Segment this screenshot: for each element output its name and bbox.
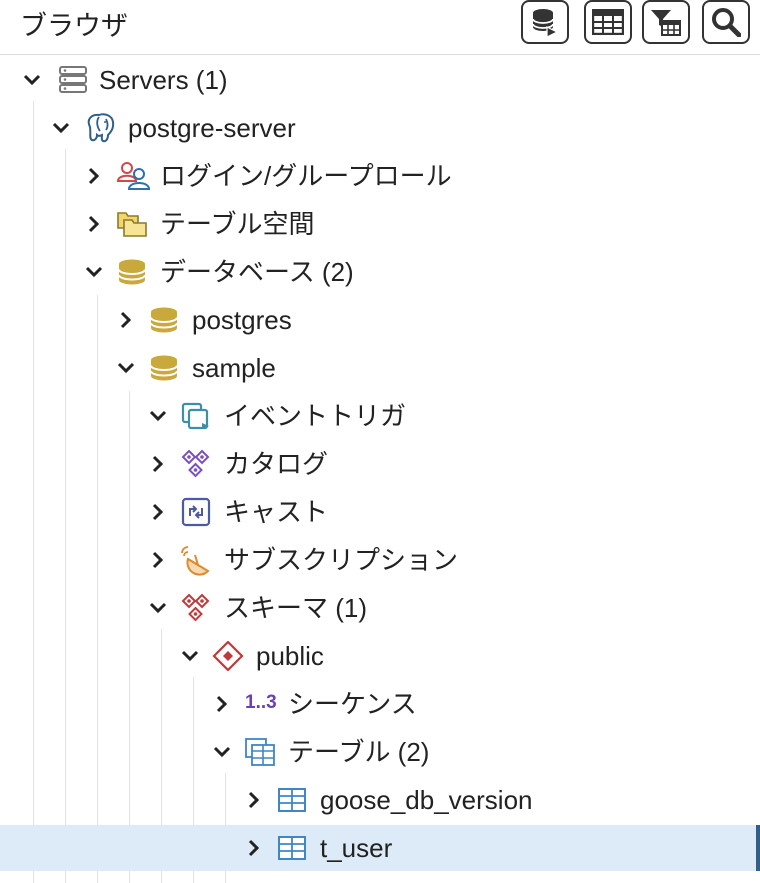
tree-node-label: テーブル (2) [288, 737, 430, 767]
tree-node-label: public [256, 641, 324, 671]
view-data-button[interactable] [584, 0, 632, 44]
tree-guide [33, 101, 34, 883]
tree-node-catalogs[interactable]: カタログ [0, 441, 760, 487]
tree-node-schema-public[interactable]: public [0, 633, 760, 679]
tree-node-casts[interactable]: キャスト [0, 489, 760, 535]
chevron-down-icon[interactable] [148, 406, 168, 426]
tree-node-event-triggers[interactable]: イベントトリガ [0, 393, 760, 439]
tree-node-tablespaces[interactable]: テーブル空間 [0, 201, 760, 247]
chevron-right-icon[interactable] [244, 838, 264, 858]
tree-node-label: イベントトリガ [224, 401, 407, 431]
folder-icon [116, 209, 148, 239]
query-tool-button[interactable] [521, 0, 569, 44]
table-icon [276, 833, 308, 863]
search-objects-button[interactable] [702, 0, 750, 44]
tree-node-schemas[interactable]: スキーマ (1) [0, 585, 760, 631]
tree-node-label: ログイン/グループロール [160, 161, 452, 191]
tree-guide [161, 629, 162, 883]
tree-node-label: サブスクリプション [224, 545, 459, 575]
subscription-icon [180, 545, 212, 576]
chevron-right-icon[interactable] [84, 214, 104, 234]
event-trigger-icon [180, 401, 212, 431]
tree-node-table-goose[interactable]: goose_db_version [0, 777, 760, 823]
tree-node-label: テーブル空間 [160, 209, 315, 239]
schemas-icon [180, 593, 212, 623]
tree-node-db-postgres[interactable]: postgres [0, 297, 760, 343]
object-tree: Servers (1) postgre-server [0, 55, 760, 883]
query-tool-icon [530, 7, 560, 37]
database-icon [148, 305, 180, 335]
chevron-right-icon[interactable] [212, 694, 232, 714]
tree-node-server[interactable]: postgre-server [0, 105, 760, 151]
table-icon [276, 785, 308, 815]
database-icon [116, 257, 148, 287]
tree-node-sequences[interactable]: 1..3 シーケンス [0, 681, 760, 727]
chevron-down-icon[interactable] [180, 646, 200, 666]
tree-node-tables[interactable]: テーブル (2) [0, 729, 760, 775]
search-icon [711, 7, 741, 37]
tree-node-label: シーケンス [288, 689, 417, 719]
tree-guide [97, 295, 98, 883]
tree-node-label: Servers (1) [99, 65, 228, 95]
tree-node-table-user[interactable]: t_user [0, 825, 760, 871]
tree-node-label: t_user [320, 833, 393, 863]
chevron-down-icon[interactable] [84, 262, 104, 282]
chevron-right-icon[interactable] [244, 790, 264, 810]
tree-node-label: キャスト [224, 497, 329, 527]
postgres-elephant-icon [84, 113, 116, 143]
tree-guide [65, 149, 66, 883]
tree-node-db-sample[interactable]: sample [0, 345, 760, 391]
sequence-icon: 1..3 [245, 692, 277, 713]
chevron-right-icon[interactable] [148, 550, 168, 570]
tree-node-servers[interactable]: Servers (1) [0, 57, 760, 103]
tree-guide [129, 391, 130, 883]
cast-icon [180, 497, 212, 527]
chevron-right-icon[interactable] [116, 310, 136, 330]
tree-node-label: postgre-server [128, 113, 296, 143]
tree-node-label: データベース (2) [160, 257, 354, 287]
tree-node-label: postgres [192, 305, 292, 335]
chevron-down-icon[interactable] [51, 118, 71, 138]
tree-node-subscriptions[interactable]: サブスクリプション [0, 537, 760, 583]
tree-guide [193, 677, 194, 883]
view-data-icon [592, 9, 624, 35]
database-icon [148, 353, 180, 383]
tree-node-label: goose_db_version [320, 785, 533, 815]
filtered-rows-button[interactable] [642, 0, 690, 44]
browser-header: ブラウザ [0, 0, 760, 55]
panel-title: ブラウザ [20, 11, 128, 41]
tree-node-label: sample [192, 353, 276, 383]
login-roles-icon [116, 161, 150, 191]
tree-node-label: スキーマ (1) [224, 593, 368, 623]
tree-node-databases[interactable]: データベース (2) [0, 249, 760, 295]
chevron-down-icon[interactable] [22, 70, 42, 90]
tables-icon [244, 737, 276, 767]
chevron-right-icon[interactable] [84, 166, 104, 186]
filtered-rows-icon [650, 7, 682, 37]
chevron-right-icon[interactable] [148, 454, 168, 474]
schema-icon [212, 641, 244, 671]
tree-node-login-roles[interactable]: ログイン/グループロール [0, 153, 760, 199]
chevron-down-icon[interactable] [116, 358, 136, 378]
server-group-icon [57, 65, 89, 95]
catalog-icon [180, 449, 212, 479]
chevron-right-icon[interactable] [148, 502, 168, 522]
chevron-down-icon[interactable] [212, 742, 232, 762]
tree-node-label: カタログ [224, 449, 329, 479]
chevron-down-icon[interactable] [148, 598, 168, 618]
